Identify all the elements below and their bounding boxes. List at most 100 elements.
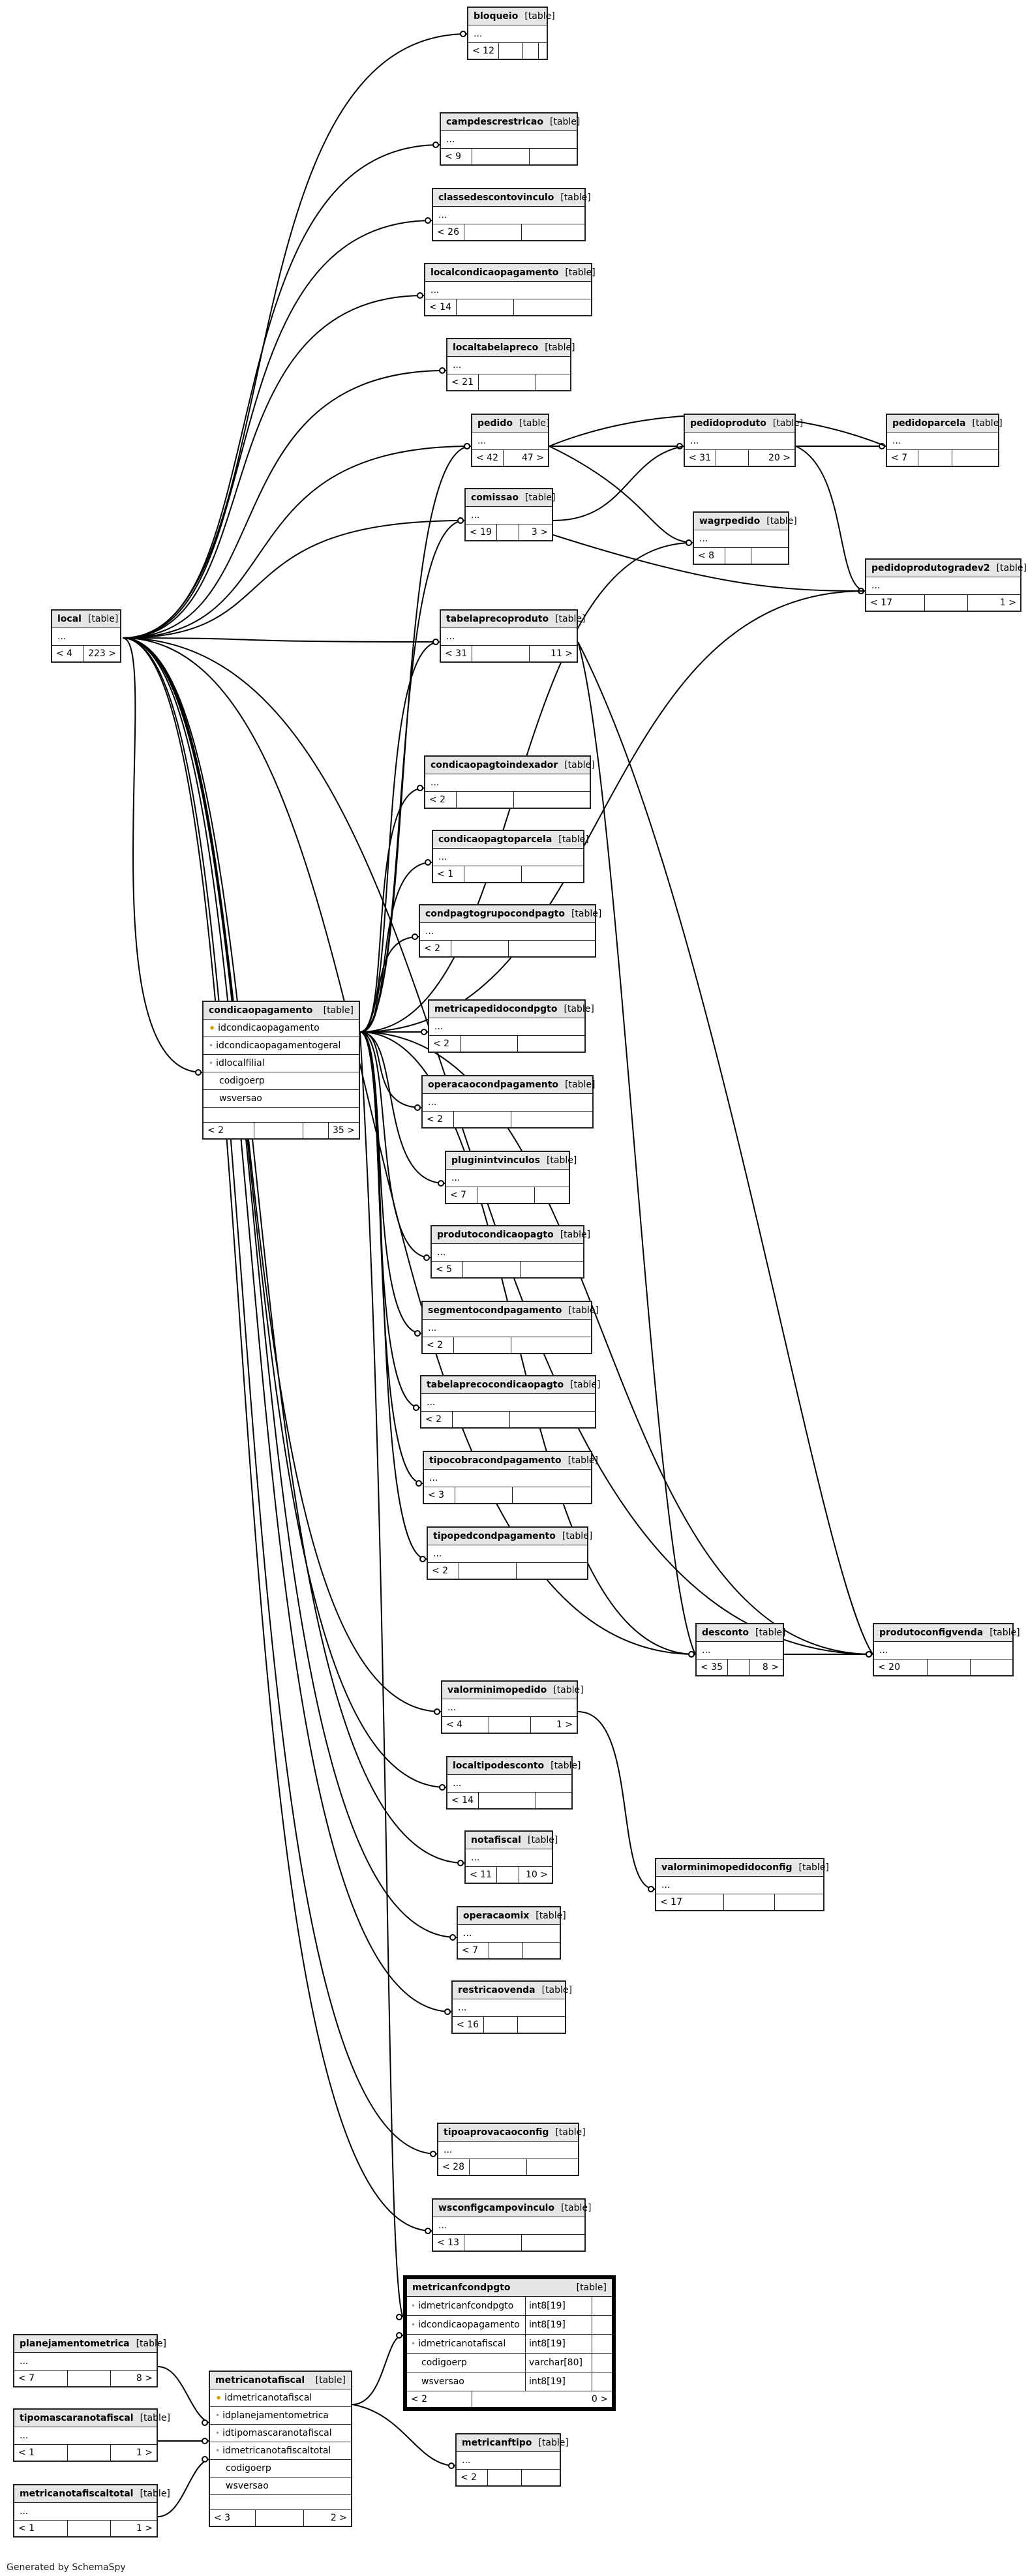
column-name: idcondicaopagamento: [418, 2320, 520, 2330]
child-count: [530, 149, 577, 164]
table-condicaopagtoindexador[interactable]: condicaopagtoindexador[table] ... < 2: [424, 755, 595, 809]
table-metricapedidocondpgto[interactable]: metricapedidocondpgto[table] ... < 2: [428, 999, 594, 1053]
foreign-key-icon: •: [411, 2320, 416, 2329]
table-condicaopagtoparcela[interactable]: condicaopagtoparcela[table] ... < 1: [432, 830, 589, 883]
child-count: 223 >: [88, 648, 116, 659]
table-name: pedido: [477, 418, 513, 429]
table-metricanotafiscal[interactable]: metricanotafiscal[table] ⚫idmetricanotaf…: [209, 2371, 352, 2527]
relationship-end-marker: [413, 1404, 419, 1411]
parent-count: < 19: [466, 524, 497, 540]
relationship-end-marker: [412, 933, 418, 940]
table-kind: [table]: [323, 1005, 354, 1016]
ellipsis-row: ...: [453, 1999, 565, 2017]
table-kind: [table]: [562, 1531, 593, 1541]
table-classedescontovinculo[interactable]: classedescontovinculo[table] ... < 26: [432, 188, 591, 241]
local-relationship-edge: [122, 637, 465, 1864]
table-produtocondicaopagto[interactable]: produtocondicaopagto[table] ... < 5: [431, 1225, 590, 1279]
planejamentometrica-edge: [157, 2366, 209, 2423]
table-bloqueio[interactable]: bloqueio[table] ... < 12: [467, 7, 555, 60]
parent-count: < 28: [438, 2159, 470, 2175]
optional-end-marker: [202, 2456, 208, 2462]
column-row: •idtipomascaranotafiscal: [210, 2425, 351, 2442]
table-metricanftipo[interactable]: metricanftipo[table] ... < 2: [455, 2433, 569, 2487]
table-tipoaprovacaoconfig[interactable]: tipoaprovacaoconfig[table] ... < 28: [437, 2123, 586, 2176]
table-localtipodesconto[interactable]: localtipodesconto[table] ... < 14: [446, 1756, 581, 1810]
table-tabelaprecocondicaopagto[interactable]: tabelaprecocondicaopagto[table] ... < 2: [420, 1375, 601, 1429]
table-operacaocondpagamento[interactable]: operacaocondpagamento[table] ... < 2: [421, 1075, 595, 1129]
table-wagrpedido[interactable]: wagrpedido[table] ... < 8: [693, 511, 797, 565]
relationship-end-marker: [688, 1651, 695, 1658]
table-campdescrestricao[interactable]: campdescrestricao[table] ... < 9: [440, 112, 580, 166]
local-relationship-edge: [122, 637, 203, 1073]
table-operacaomix[interactable]: operacaomix[table] ... < 7: [457, 1906, 566, 1960]
parent-count: < 2: [407, 2391, 472, 2407]
ellipsis-row: ...: [428, 1545, 587, 1563]
table-valorminimopedidoconfig[interactable]: valorminimopedidoconfig[table] ... < 17: [655, 1858, 829, 1911]
child-count: [539, 43, 547, 59]
table-name: tabelaprecocondicaopagto: [427, 1380, 564, 1390]
ellipsis-row: ...: [441, 131, 577, 149]
table-localcondicaopagamento[interactable]: localcondicaopagamento[table] ... < 14: [424, 263, 596, 316]
table-localtabelapreco[interactable]: localtabelapreco[table] ... < 21: [446, 338, 575, 391]
table-pedidoparcela[interactable]: pedidoparcela[table] ... < 7: [886, 414, 1003, 467]
local-relationship-edge: [122, 637, 432, 2232]
child-count: 35 >: [333, 1125, 355, 1136]
child-count: [518, 1036, 584, 1052]
parent-count: < 17: [866, 595, 925, 611]
table-kind: [table]: [990, 1628, 1020, 1638]
parent-count: < 26: [433, 224, 464, 240]
table-kind: [table]: [567, 1455, 599, 1466]
table-kind: [table]: [755, 1628, 786, 1638]
column-row: ⚫idcondicaopagamento: [204, 1020, 359, 1037]
table-condicaopagamento[interactable]: condicaopagamento[table] ⚫idcondicaopaga…: [202, 1001, 360, 1140]
column-row: wsversao: [204, 1090, 359, 1108]
child-count: [523, 1943, 560, 1958]
table-kind: [table]: [553, 1685, 584, 1695]
local-relationship-edge: [122, 637, 440, 643]
ellipsis-row: ...: [887, 432, 998, 450]
ellipsis-row: ...: [866, 577, 1020, 595]
column-row: ⚫idmetricanotafiscal: [210, 2389, 351, 2407]
table-segmentocondpagamento[interactable]: segmentocondpagamento[table] ... < 2: [421, 1301, 599, 1354]
parent-count: < 14: [425, 299, 457, 315]
relationship-end-marker: [195, 1069, 202, 1076]
ellipsis-row: ...: [425, 282, 591, 299]
column-name: idtipomascaranotafiscal: [222, 2428, 332, 2438]
relationship-end-marker: [417, 785, 423, 791]
table-restricaovenda[interactable]: restricaovenda[table] ... < 16: [451, 1980, 572, 2034]
table-kind: [table]: [545, 342, 575, 353]
table-wsconfigcampovinculo[interactable]: wsconfigcampovinculo[table] ... < 13: [432, 2198, 592, 2252]
table-name: tabelaprecoproduto: [446, 614, 549, 624]
condicaopagamento-relationship-edge: [359, 936, 419, 1033]
ellipsis-row: ...: [447, 357, 570, 374]
parent-count: < 2: [457, 2470, 488, 2485]
table-tipopedcondpagamento[interactable]: tipopedcondpagamento[table] ... < 2: [427, 1526, 592, 1580]
table-produtoconfigvenda[interactable]: produtoconfigvenda[table] ... < 20: [873, 1623, 1020, 1676]
table-name: classedescontovinculo: [438, 192, 554, 203]
tabelaprecoproduto-desconto-edge: [577, 641, 696, 1655]
table-condpagtogrupocondpagto[interactable]: condpagtogrupocondpagto[table] ... < 2: [419, 904, 601, 958]
ellipsis-row: ...: [466, 507, 552, 524]
column-type: int8[19]: [525, 2335, 592, 2353]
table-metricanfcondpgto[interactable]: metricanfcondpgto[table] •idmetricanfcon…: [403, 2275, 616, 2411]
child-count: [536, 1793, 571, 1808]
column-type: varchar[80]: [525, 2354, 592, 2372]
table-kind: [table]: [772, 418, 804, 429]
table-tipocobracondpagamento[interactable]: tipocobracondpagamento[table] ... < 3: [423, 1451, 598, 1504]
table-pluginintvinculos[interactable]: pluginintvinculos[table] ... < 7: [445, 1151, 577, 1204]
foreign-key-icon: •: [209, 1059, 214, 1068]
child-count: 10 >: [526, 1870, 548, 1880]
condicaopagamento-relationship-edge: [359, 590, 866, 1033]
